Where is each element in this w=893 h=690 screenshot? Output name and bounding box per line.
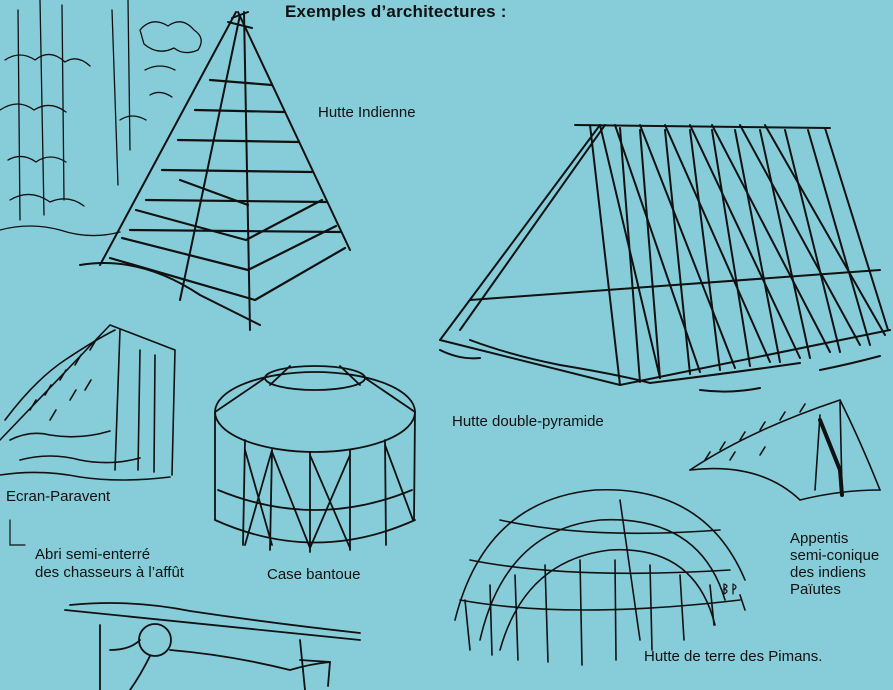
hutte-double-pyramide-illustration: [439, 124, 891, 393]
label-appentis-line-4: Païutes: [790, 581, 841, 598]
hutte-indienne-illustration: [79, 11, 351, 331]
tree-foliage-illustration: [0, 0, 202, 237]
label-hutte-pimans: Hutte de terre des Pimans.: [644, 648, 823, 665]
appentis-semi-conique-illustration: [689, 399, 881, 501]
label-ecran-paravent: Ecran-Paravent: [6, 488, 111, 505]
label-abri-line-2: des chasseurs à l’affût: [35, 564, 184, 581]
hutte-pimans-illustration: [454, 488, 746, 666]
page-title: Exemples d’architectures :: [285, 2, 507, 21]
case-bantoue-illustration: [214, 365, 416, 553]
label-hutte-double-pyramide: Hutte double-pyramide: [452, 413, 604, 430]
abri-semi-enterre-illustration: [9, 519, 361, 690]
ecran-paravent-illustration: [0, 324, 176, 481]
label-appentis-line-1: Appentis: [790, 530, 849, 547]
label-appentis-line-3: des indiens: [790, 564, 866, 581]
signature-initials: [722, 583, 737, 595]
label-appentis-line-2: semi-conique: [790, 547, 880, 564]
label-hutte-indienne: Hutte Indienne: [318, 104, 416, 121]
label-case-bantoue: Case bantoue: [267, 566, 361, 583]
label-abri-line-1: Abri semi-enterré: [35, 546, 151, 563]
